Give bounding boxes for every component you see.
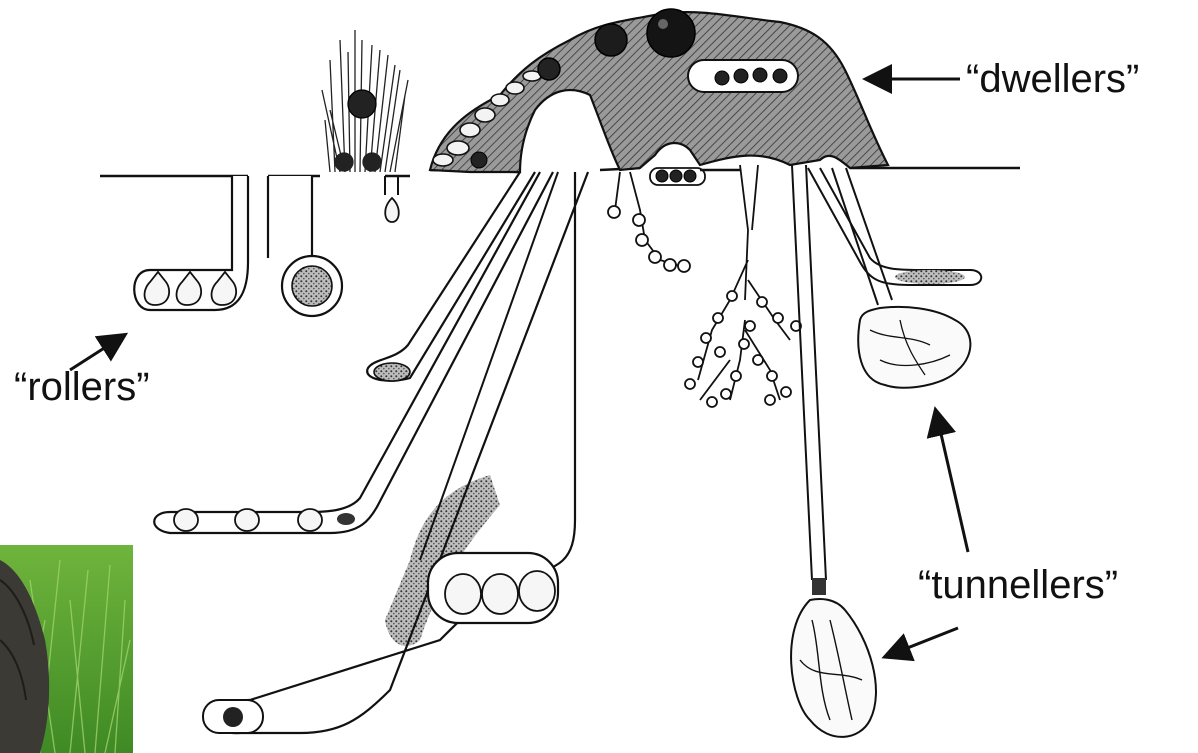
dwellers-label: “dwellers”	[966, 57, 1139, 101]
dung-pat-photo	[0, 545, 133, 753]
roller-burrow-chamber	[134, 176, 248, 310]
ground-surface-line	[100, 168, 1020, 176]
tunnel-deep-stippled	[203, 172, 588, 733]
tunnel-horizontal-right	[808, 168, 981, 285]
bead-chain-burrow	[608, 172, 690, 272]
tunnellers-label: “tunnellers”	[918, 563, 1118, 607]
grass-tuft	[322, 30, 408, 172]
roller-burrow-ball	[268, 176, 342, 316]
rollers-label: “rollers”	[14, 365, 150, 409]
shallow-burrow	[385, 176, 399, 222]
dung-pat	[430, 9, 888, 185]
branching-burrow	[685, 165, 801, 407]
long-tunnel-cluster	[791, 165, 876, 737]
tunnellers-arrow-up	[936, 412, 968, 552]
tunnellers-arrow-down	[887, 628, 958, 656]
